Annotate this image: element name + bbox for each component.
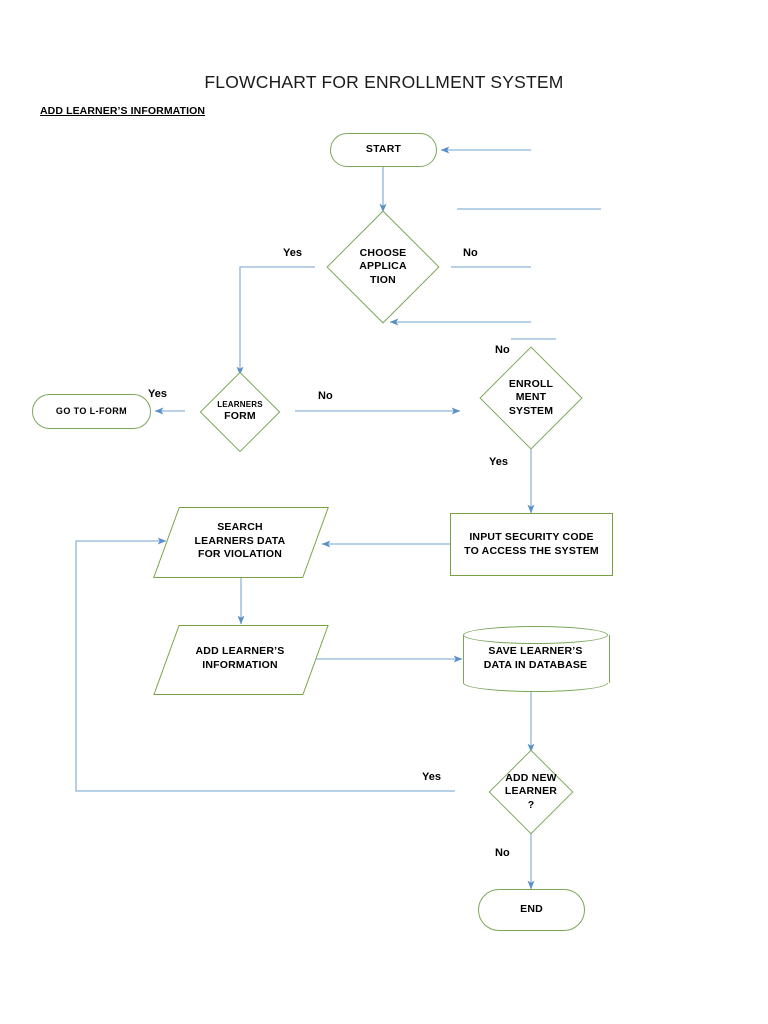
edge-label-choose-no: No bbox=[463, 247, 478, 259]
edge-label-add-new-learner-no: No bbox=[495, 847, 510, 859]
node-enrollment-system-label: ENROLL MENT SYSTEM bbox=[508, 377, 554, 417]
cylinder-top bbox=[463, 626, 608, 644]
edge-label-choose-yes: Yes bbox=[283, 247, 302, 259]
node-choose-application[interactable]: CHOOSE APPLICA TION bbox=[316, 210, 450, 324]
node-start-label: START bbox=[365, 143, 402, 156]
edge-label-enrollment-no: No bbox=[495, 344, 510, 356]
edge-choose-yes-to-learners-form bbox=[236, 266, 315, 376]
section-label: ADD LEARNER’S INFORMATION bbox=[40, 105, 206, 117]
edge-label-enrollment-yes: Yes bbox=[489, 456, 508, 468]
node-add-learners-information-label: ADD LEARNER’S INFORMATION bbox=[195, 645, 285, 671]
node-save-learners-data-label: SAVE LEARNER’S DATA IN DATABASE bbox=[483, 645, 588, 671]
node-start[interactable]: START bbox=[330, 133, 437, 167]
edge-label-learners-form-no: No bbox=[318, 390, 333, 402]
node-end-label: END bbox=[520, 903, 543, 916]
edge-add-new-learner-yes-loopback bbox=[75, 537, 455, 792]
node-save-learners-data[interactable]: SAVE LEARNER’S DATA IN DATABASE bbox=[463, 626, 610, 692]
node-search-learners-data[interactable]: SEARCH LEARNERS DATA FOR VIOLATION bbox=[153, 507, 329, 578]
node-learners-form-label: LEARNERS FORM bbox=[217, 400, 263, 424]
node-add-learners-information[interactable]: ADD LEARNER’S INFORMATION bbox=[153, 625, 329, 695]
node-input-security-code[interactable]: INPUT SECURITY CODE TO ACCESS THE SYSTEM bbox=[450, 513, 613, 576]
node-input-security-code-label: INPUT SECURITY CODE TO ACCESS THE SYSTEM bbox=[464, 530, 599, 557]
node-enrollment-system[interactable]: ENROLL MENT SYSTEM bbox=[464, 346, 598, 450]
node-goto-l-form-label: GO TO L-FORM bbox=[55, 405, 128, 416]
node-end[interactable]: END bbox=[478, 889, 585, 931]
node-learners-form[interactable]: LEARNERS FORM bbox=[181, 371, 299, 453]
node-search-learners-data-label: SEARCH LEARNERS DATA FOR VIOLATION bbox=[194, 521, 286, 561]
edge-label-add-new-learner-yes: Yes bbox=[422, 771, 441, 783]
node-learners-form-label-line2: FORM bbox=[224, 410, 256, 423]
node-learners-form-label-line1: LEARNERS bbox=[217, 399, 263, 409]
page-title: FLOWCHART FOR ENROLLMENT SYSTEM bbox=[204, 72, 564, 92]
node-add-new-learner-label: ADD NEW LEARNER ? bbox=[504, 771, 558, 811]
node-choose-application-label: CHOOSE APPLICA TION bbox=[359, 246, 407, 286]
node-add-new-learner[interactable]: ADD NEW LEARNER ? bbox=[455, 749, 607, 835]
node-goto-l-form[interactable]: GO TO L-FORM bbox=[32, 394, 151, 429]
edge-label-learners-form-yes: Yes bbox=[148, 388, 167, 400]
